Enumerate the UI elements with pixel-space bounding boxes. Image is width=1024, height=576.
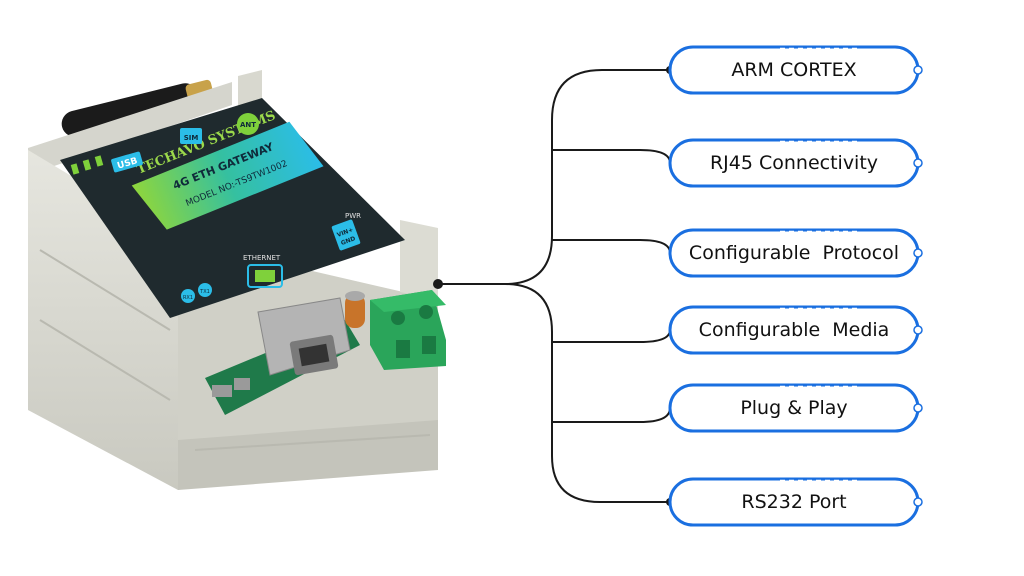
svg-text:RX1: RX1 <box>183 295 193 301</box>
branch-line-arm-cortex <box>438 69 670 285</box>
pill-end-cap-icon <box>913 248 923 258</box>
feature-pills <box>668 45 923 527</box>
svg-text:GND: GND <box>340 235 356 247</box>
connector-lines <box>433 66 674 506</box>
sim-label: SIM <box>180 128 202 144</box>
device-top-panel <box>60 98 405 318</box>
svg-text:SIM: SIM <box>184 134 199 142</box>
feature-pill-0 <box>668 45 923 95</box>
ethernet-label: ETHERNET <box>243 254 281 262</box>
rx-tx-labels: RX1 TX1 <box>181 283 212 303</box>
ethernet-port-icon <box>247 264 283 288</box>
pill-end-cap-icon <box>913 65 923 75</box>
pill-end-cap-icon <box>913 158 923 168</box>
svg-text:TX1: TX1 <box>199 289 210 295</box>
pwr-label: PWR <box>345 212 361 220</box>
pill-end-cap-icon <box>913 497 923 507</box>
rj45-jack <box>257 297 351 376</box>
branch-line-rj45 <box>552 149 671 164</box>
product-label <box>131 121 324 230</box>
pill-end-cap-icon <box>913 325 923 335</box>
ant-label: ANT <box>237 113 259 135</box>
svg-text:ANT: ANT <box>240 121 256 129</box>
feature-pill-4 <box>668 383 923 433</box>
feature-pill-5 <box>668 477 923 527</box>
vin-gnd-label: VIN+ GND <box>331 219 361 251</box>
branch-line-configurable-protocol <box>552 239 671 254</box>
capacitor <box>345 291 365 328</box>
branch-line-rs232 <box>551 422 670 503</box>
gateway-device-image: TECHAVO SYSTEMS 4G ETH GATEWAY MODEL NO:… <box>28 70 446 490</box>
branch-line-plug-play <box>551 342 671 423</box>
power-terminal-block <box>370 290 446 370</box>
feature-pill-1 <box>668 138 923 188</box>
feature-pill-3 <box>668 305 923 355</box>
pill-end-cap-icon <box>913 403 923 413</box>
feature-pill-2 <box>668 228 923 278</box>
branch-line-configurable-media <box>438 283 671 343</box>
